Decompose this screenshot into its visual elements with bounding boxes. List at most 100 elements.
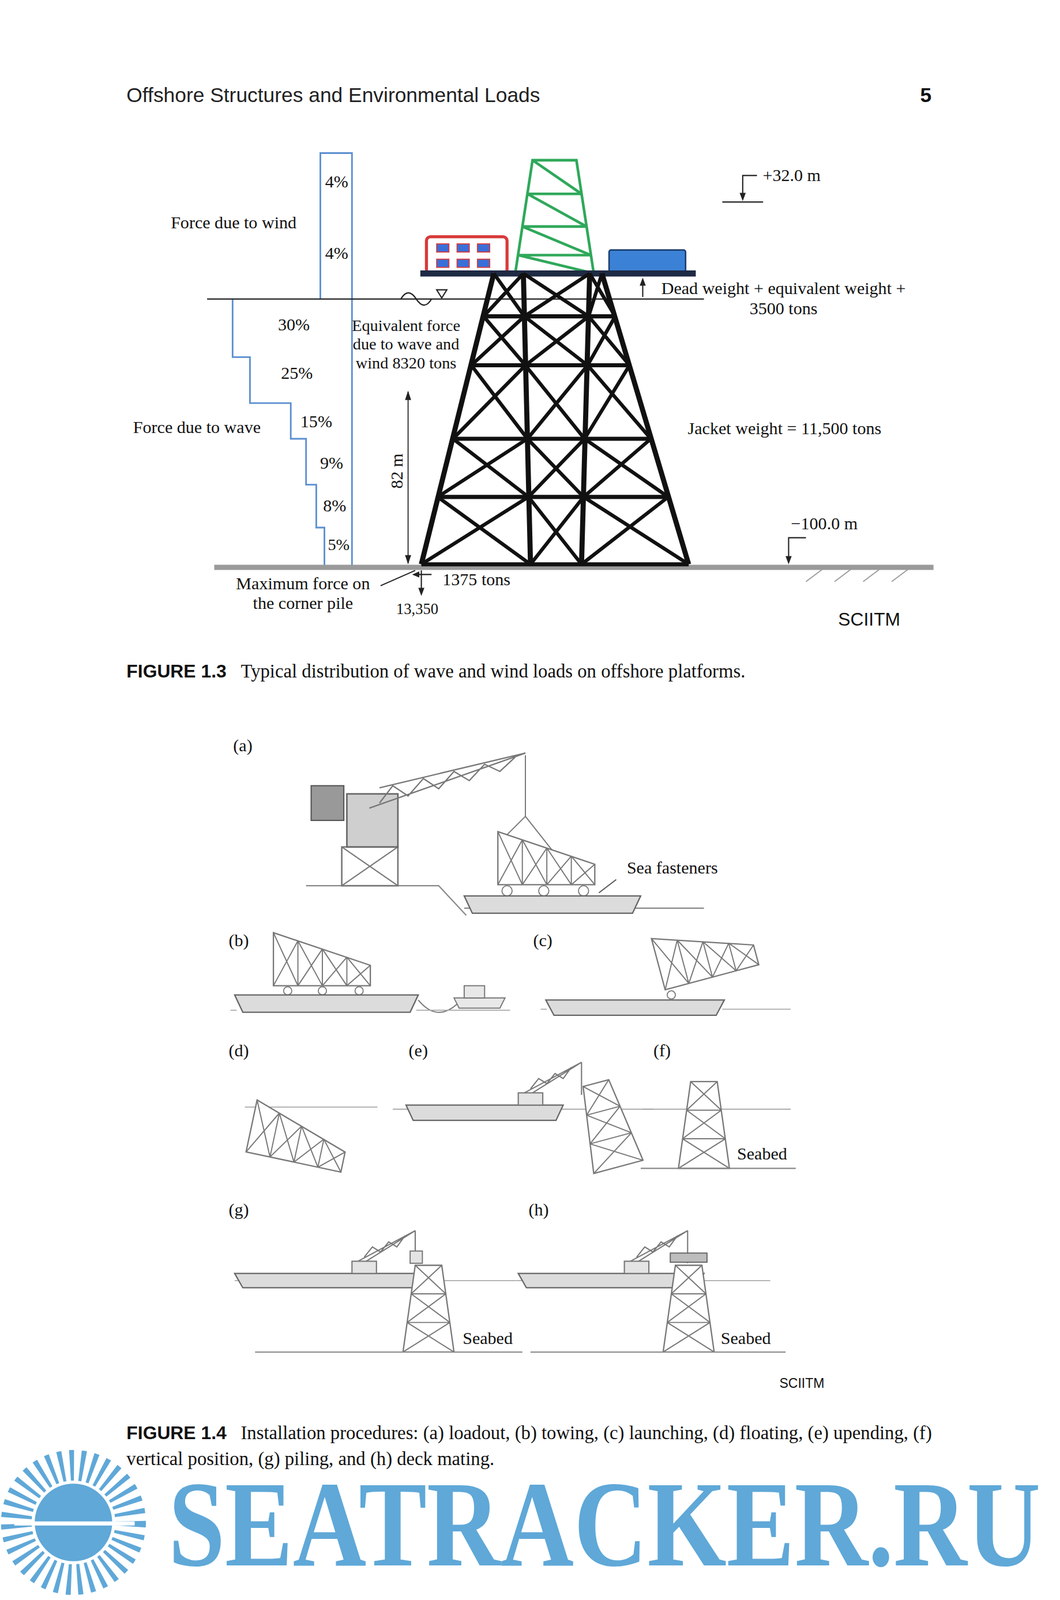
seabed-hatch — [806, 569, 909, 582]
pile-hammer — [410, 1251, 423, 1264]
arrowhead — [639, 277, 646, 286]
caption-text: Installation procedures: (a) loadout, (b… — [126, 1422, 932, 1469]
load-label: Force due to wave — [133, 417, 261, 438]
arrowhead — [412, 571, 420, 578]
window — [436, 259, 449, 268]
panel-letter: (a) — [232, 735, 253, 757]
water-line — [207, 298, 705, 300]
deck-module — [670, 1253, 708, 1263]
elevation-label: +32.0 m — [762, 165, 821, 186]
window — [457, 259, 470, 268]
panel-letter: (d) — [228, 1040, 249, 1062]
figure-number: FIGURE 1.4 — [126, 1422, 227, 1444]
force-value: 13,350 — [396, 600, 439, 619]
level-marker — [788, 538, 806, 562]
panel-letter: (b) — [228, 930, 249, 952]
leader-line — [598, 880, 616, 894]
load-label: Equivalent force due to wave and wind 83… — [343, 316, 469, 374]
page-number: 5 — [919, 83, 932, 107]
skid-wheel — [538, 885, 550, 897]
percent-label: 9% — [320, 453, 344, 474]
equipment-module — [609, 250, 686, 274]
crane-base — [341, 847, 398, 886]
window — [477, 259, 490, 268]
percent-label: 30% — [277, 314, 310, 335]
window — [477, 243, 490, 253]
percent-label: 4% — [325, 242, 349, 263]
force-value: 1375 tons — [442, 569, 511, 590]
seabed-line — [530, 1351, 786, 1353]
arrowhead — [739, 192, 747, 201]
seabed-line — [640, 1167, 796, 1169]
crane-cab — [346, 794, 398, 848]
window — [436, 243, 449, 253]
load-label: Dead weight + equivalent weight + 3500 t… — [644, 279, 923, 319]
load-label: Maximum force on the corner pile — [228, 573, 378, 614]
skid-wheel — [283, 986, 292, 995]
elevation-label: −100.0 m — [791, 513, 859, 534]
part-label: Sea fasteners — [626, 858, 719, 879]
wave-symbol — [400, 292, 432, 306]
arrowhead — [404, 555, 412, 565]
dimension-line — [407, 392, 409, 564]
panel-letter: (e) — [408, 1040, 428, 1062]
percent-label: 4% — [325, 171, 349, 193]
tug-boat — [453, 998, 505, 1009]
figure-number: FIGURE 1.3 — [126, 660, 227, 682]
load-label: Force due to wind — [170, 212, 297, 233]
percent-label: 8% — [322, 495, 347, 517]
running-head: Offshore Structures and Environmental Lo… — [126, 83, 540, 107]
part-label: Seabed — [720, 1328, 772, 1349]
figure-caption: FIGURE 1.3 Typical distribution of wave a… — [126, 658, 935, 684]
water-line — [540, 1008, 791, 1010]
percent-label: 15% — [300, 411, 333, 432]
caption-text: Typical distribution of wave and wind lo… — [240, 660, 746, 682]
skid-wheel — [578, 885, 589, 897]
counterweight — [311, 786, 345, 821]
water-level-mark — [436, 290, 447, 299]
watermark: SEATRACKER.RU — [168, 1464, 1041, 1587]
seabed-line — [254, 1351, 522, 1353]
skid-wheel — [355, 986, 364, 995]
part-label: Seabed — [737, 1143, 788, 1164]
leader-line — [380, 570, 416, 586]
jacket-bracing — [421, 273, 689, 565]
window — [457, 243, 470, 253]
barge — [545, 1000, 725, 1016]
skid-wheel — [667, 990, 676, 999]
crane-base — [341, 847, 398, 886]
deck — [420, 270, 697, 277]
arrowhead — [404, 391, 412, 401]
level-marker — [722, 175, 763, 202]
load-label: Jacket weight = 11,500 tons — [688, 418, 882, 439]
living-quarters — [426, 237, 507, 274]
panel-letter: (h) — [528, 1200, 550, 1221]
panel-letter: (g) — [228, 1200, 249, 1221]
percent-label: 5% — [327, 535, 350, 555]
skid-wheel — [501, 885, 513, 897]
dimension-label: 82 m — [386, 451, 408, 491]
barge — [234, 995, 419, 1013]
quay — [306, 885, 705, 916]
derrick — [515, 160, 594, 274]
barge — [464, 896, 641, 914]
water-line — [230, 1009, 511, 1011]
wind-column — [320, 152, 352, 567]
panel-letter: (c) — [532, 930, 552, 952]
logo-text: SCIITM — [837, 608, 901, 630]
arrowhead — [785, 556, 792, 565]
crane-boom — [369, 753, 526, 809]
sun-horizon — [14, 1521, 135, 1526]
skid-wheel — [318, 986, 327, 995]
arrowhead — [418, 587, 425, 596]
logo-text: SCIITM — [779, 1376, 825, 1392]
jacket-legs — [421, 273, 689, 565]
part-label: Seabed — [462, 1328, 513, 1349]
panel-letter: (f) — [653, 1040, 671, 1062]
percent-label: 25% — [280, 363, 313, 384]
tug-cabin — [464, 986, 485, 999]
barge — [406, 1105, 563, 1122]
barge — [234, 1273, 439, 1289]
